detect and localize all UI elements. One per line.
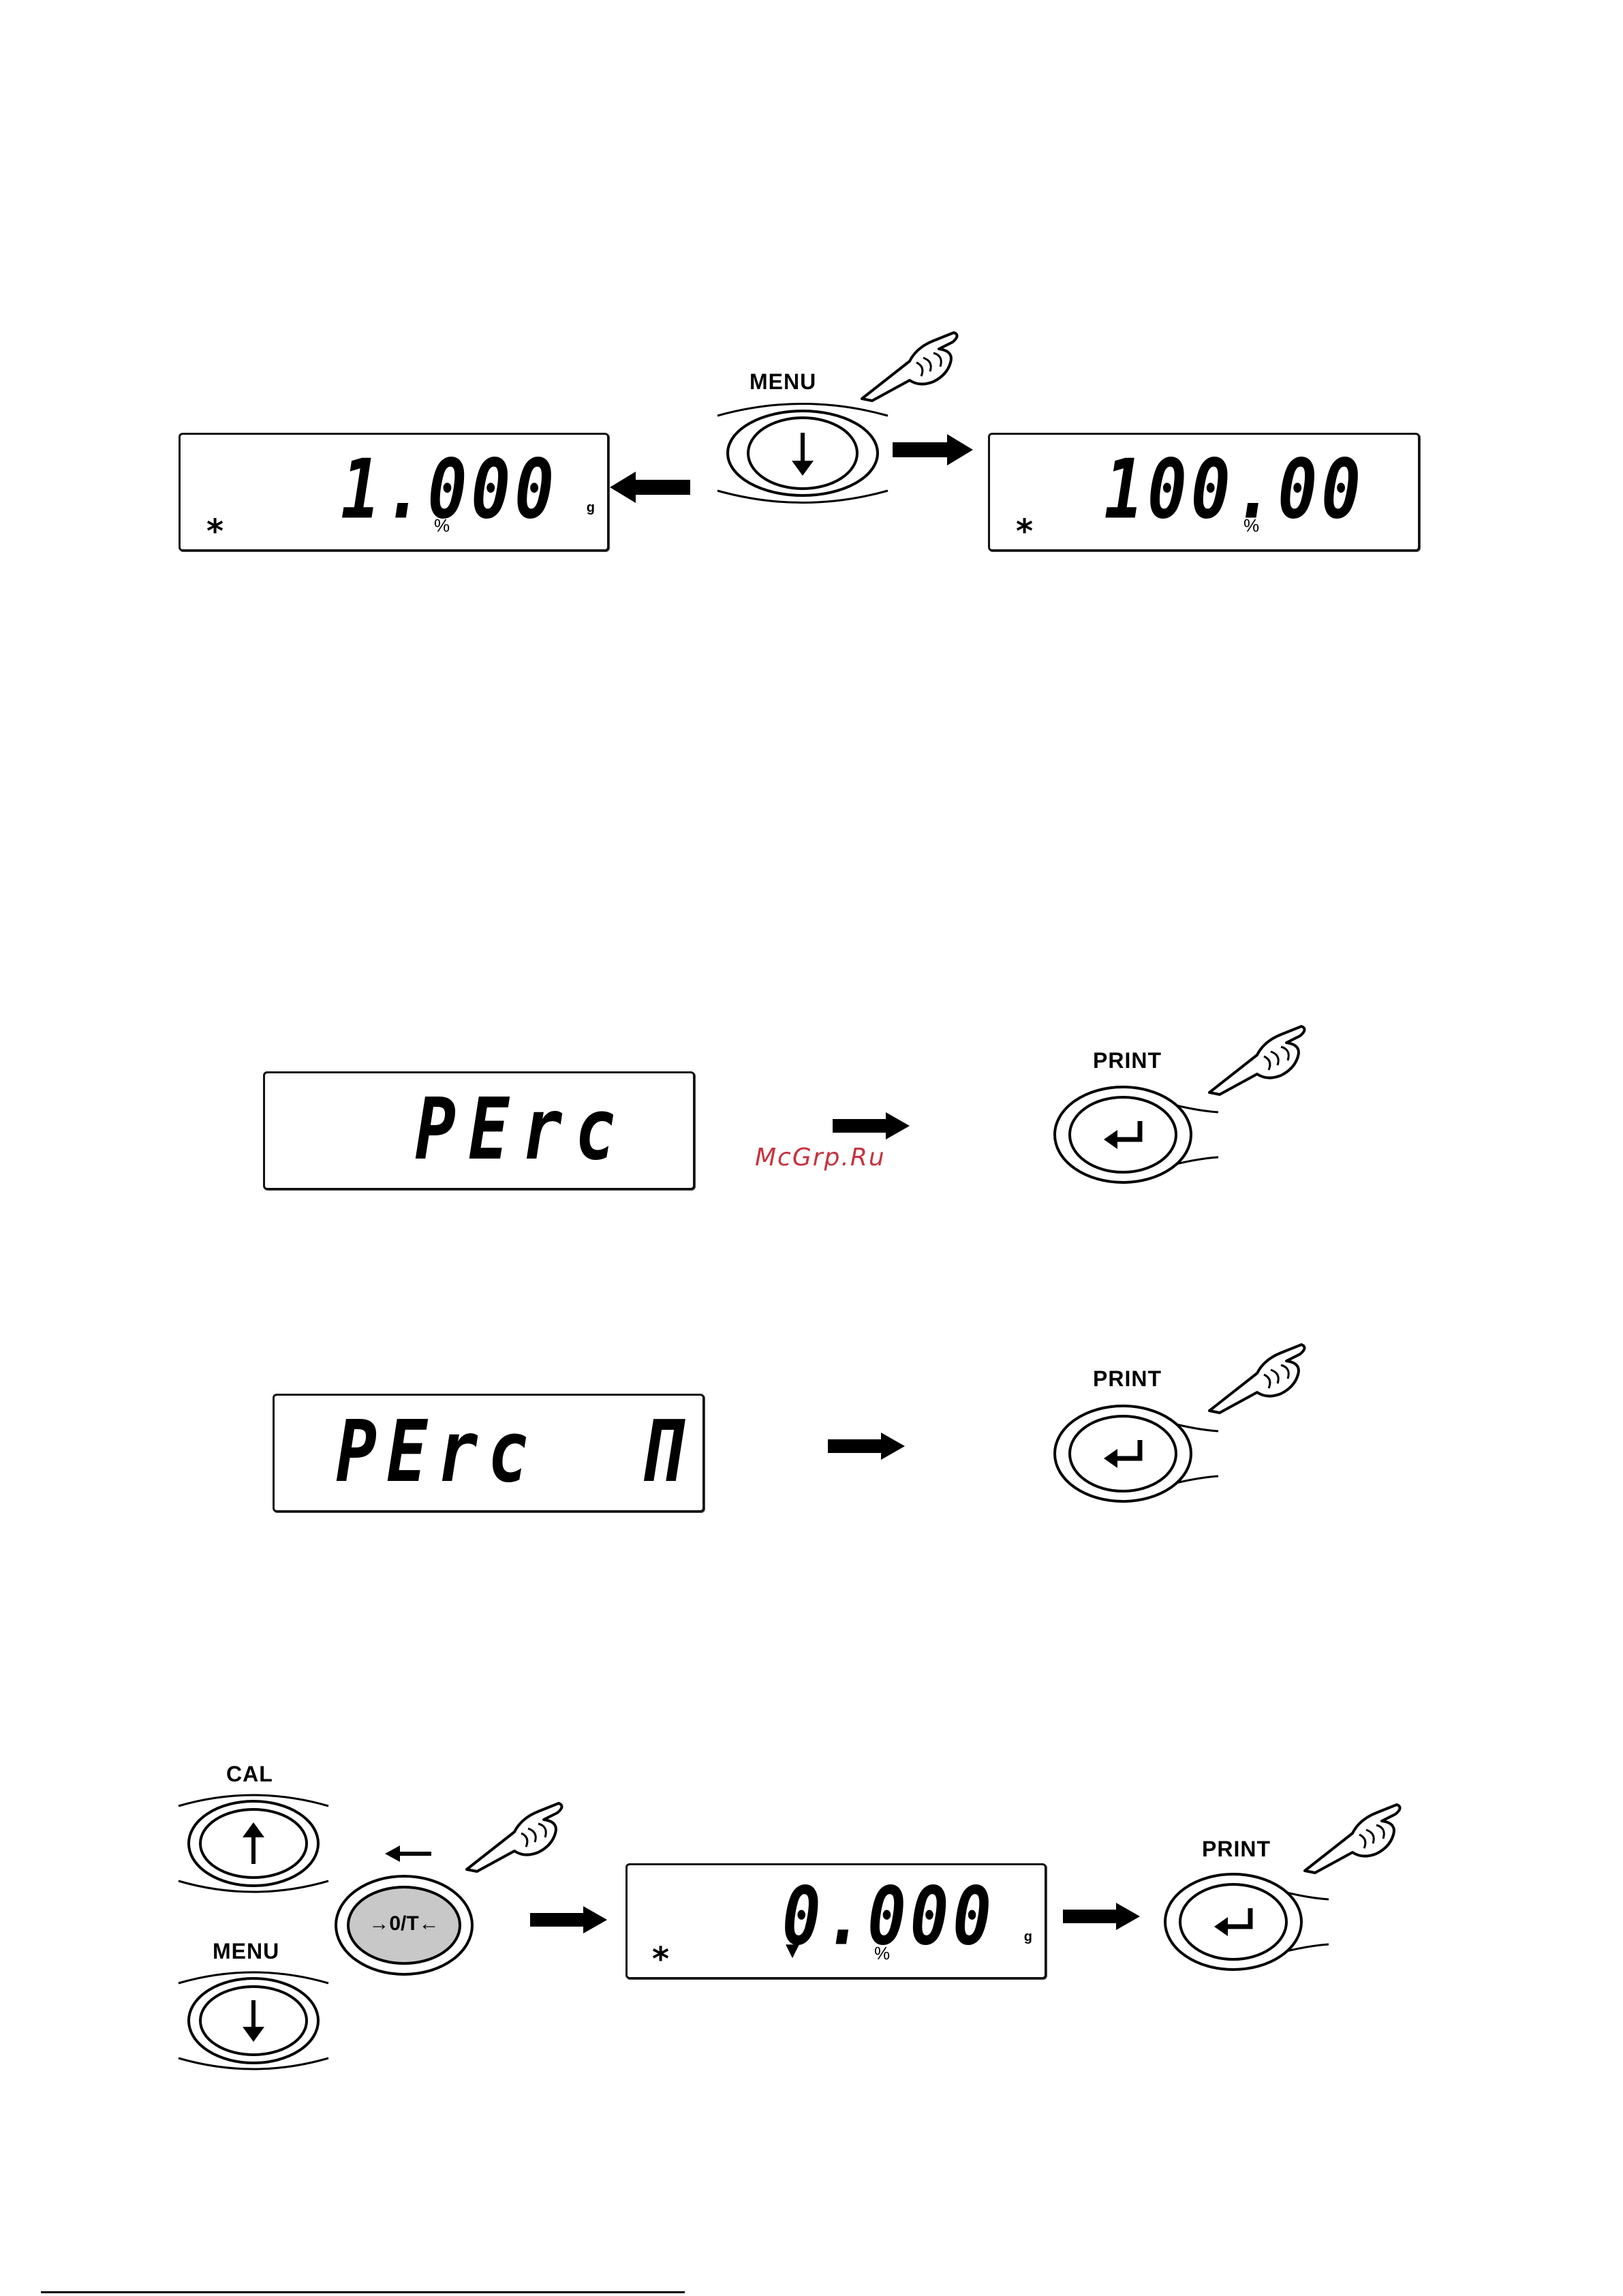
pointing-hand-icon bbox=[1206, 1332, 1308, 1414]
pointing-hand-icon bbox=[1301, 1792, 1404, 1874]
zero-tare-label: →0/T← bbox=[333, 1912, 476, 1935]
left-arrow-icon bbox=[385, 1843, 433, 1864]
lcd-percent-sign: % bbox=[434, 515, 450, 536]
lcd-stability-star: * bbox=[206, 515, 223, 548]
lcd-display-perc: PErc bbox=[263, 1071, 695, 1190]
pointing-hand-icon bbox=[859, 320, 961, 402]
lcd-unit-g: g bbox=[587, 500, 595, 516]
lcd-stability-star: * bbox=[652, 1943, 669, 1976]
menu-down-button[interactable] bbox=[714, 402, 891, 504]
left-arrow-icon bbox=[610, 470, 692, 504]
right-arrow-icon bbox=[893, 433, 974, 467]
lcd-stability-star: * bbox=[1016, 515, 1033, 548]
print-button[interactable] bbox=[1055, 1084, 1222, 1186]
print-button-label: PRINT bbox=[1093, 1366, 1162, 1392]
right-arrow-icon bbox=[828, 1431, 906, 1461]
menu-button-label: MENU bbox=[749, 369, 816, 395]
lcd-display-10000: 100.00 % * bbox=[988, 433, 1420, 551]
print-button-label: PRINT bbox=[1093, 1048, 1162, 1073]
right-arrow-icon bbox=[530, 1905, 608, 1935]
lcd-percent-sign: % bbox=[1243, 515, 1259, 536]
print-button-label: PRINT bbox=[1202, 1837, 1271, 1862]
print-button[interactable] bbox=[1055, 1403, 1222, 1505]
lcd-display-1000: 1.000 g % * bbox=[179, 433, 609, 551]
lcd-reading: PErc bbox=[415, 1087, 628, 1172]
pointing-hand-icon bbox=[1206, 1014, 1308, 1096]
pointing-hand-icon bbox=[463, 1791, 566, 1873]
lcd-percent-sign: % bbox=[874, 1943, 890, 1964]
right-arrow-icon bbox=[1063, 1901, 1141, 1931]
lcd-display-0000: 0.000 g % * ▼ bbox=[625, 1863, 1047, 1979]
lcd-display-perc-m: PErc Π bbox=[273, 1394, 705, 1512]
lcd-unit-g: g bbox=[1024, 1929, 1032, 1945]
cal-button-label: CAL bbox=[226, 1762, 273, 1787]
cal-up-button[interactable] bbox=[179, 1792, 328, 1895]
lcd-reading: PErc Π bbox=[336, 1409, 690, 1495]
watermark-text: McGrp.Ru bbox=[755, 1144, 886, 1172]
menu-button-label: MENU bbox=[213, 1939, 279, 1964]
print-button[interactable] bbox=[1165, 1871, 1332, 1973]
right-arrow-icon bbox=[833, 1111, 911, 1141]
lcd-marker-triangle: ▼ bbox=[786, 1942, 799, 1959]
page-footer-rule bbox=[41, 2291, 685, 2293]
lcd-reading: 100.00 bbox=[1104, 448, 1365, 530]
menu-down-button[interactable] bbox=[179, 1970, 328, 2072]
